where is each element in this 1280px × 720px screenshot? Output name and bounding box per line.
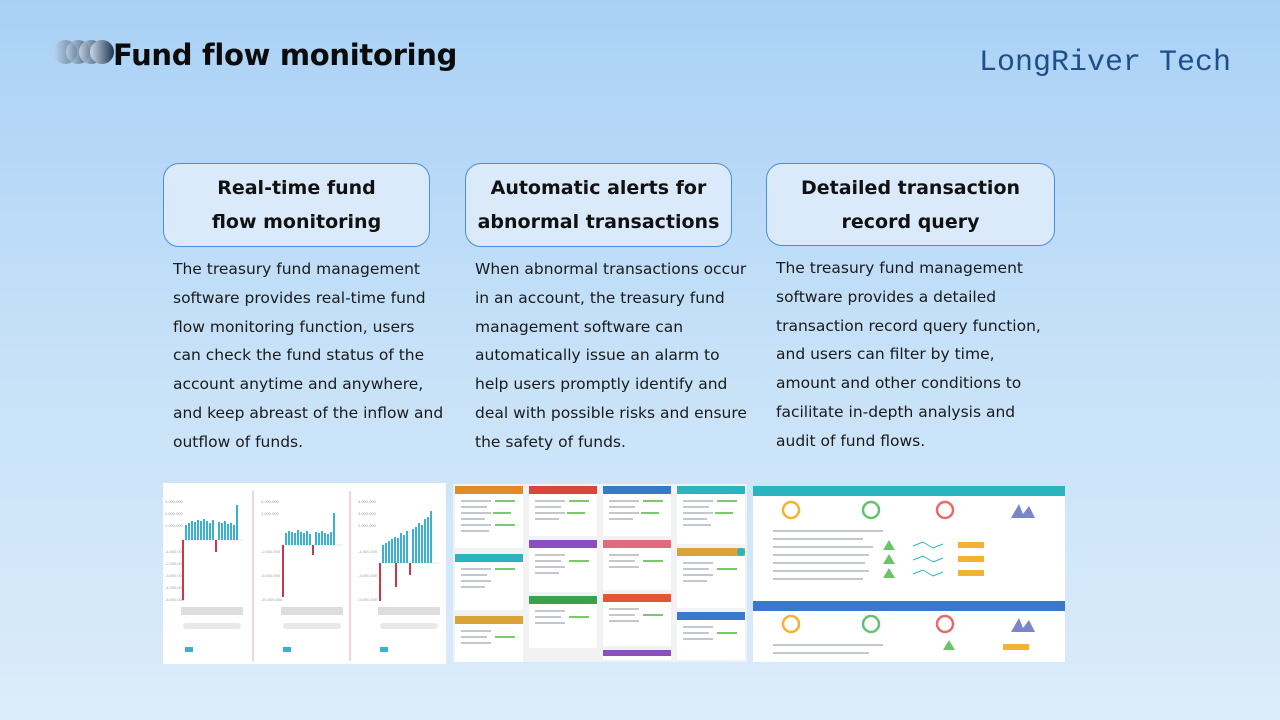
svg-text:4,000,000: 4,000,000 [358, 499, 377, 504]
svg-text:2,000,000: 2,000,000 [165, 511, 184, 516]
svg-text:-4,000,000: -4,000,000 [165, 585, 185, 590]
svg-text:3,000,000: 3,000,000 [165, 499, 184, 504]
svg-text:4,000,000: 4,000,000 [261, 499, 280, 504]
svg-text:3,000,000: 3,000,000 [358, 511, 377, 516]
logo-circles-icon [53, 40, 114, 64]
svg-text:-5,000,000: -5,000,000 [165, 597, 185, 602]
alert-panels-image [453, 484, 747, 662]
feature-description-realtime: The treasury fund management software pr… [173, 260, 444, 451]
brand-name: LongRiver Tech [979, 46, 1232, 80]
svg-text:-2,000,000: -2,000,000 [165, 561, 185, 566]
svg-text:-1,000,000: -1,000,000 [358, 549, 378, 554]
svg-text:-6,000,000: -6,000,000 [261, 573, 281, 578]
svg-text:2,000,000: 2,000,000 [261, 511, 280, 516]
feature-heading-realtime: Real-time fund flow monitoring [163, 163, 430, 247]
screenshot-alert-panels [453, 484, 747, 662]
feature-description-query: The treasury fund management software pr… [776, 259, 1041, 450]
feature-heading-query: Detailed transaction record query [766, 163, 1055, 246]
screenshot-transaction-records [753, 486, 1065, 662]
svg-text:-10,000,000: -10,000,000 [261, 597, 283, 602]
svg-text:-5,000,000: -5,000,000 [358, 597, 378, 602]
svg-text:2,000,000: 2,000,000 [358, 523, 377, 528]
transaction-records-image [753, 486, 1065, 654]
svg-text:1,000,000: 1,000,000 [165, 523, 184, 528]
fund-flow-charts-image: 3,000,000 2,000,000 1,000,000 -1,000,000 -2… [165, 491, 440, 661]
svg-text:-1,000,000: -1,000,000 [165, 549, 185, 554]
page-title: Fund flow monitoring [113, 38, 458, 72]
feature-heading-alerts: Automatic alerts for abnormal transactio… [465, 163, 732, 247]
screenshot-fund-flow-charts: 3,000,000 2,000,000 1,000,000 -1,000,000 -2… [163, 483, 446, 664]
feature-description-alerts: When abnormal transactions occur in an a… [475, 260, 747, 451]
svg-text:-3,000,000: -3,000,000 [165, 573, 185, 578]
svg-text:-2,000,000: -2,000,000 [261, 549, 281, 554]
svg-text:-3,000,000: -3,000,000 [358, 573, 378, 578]
